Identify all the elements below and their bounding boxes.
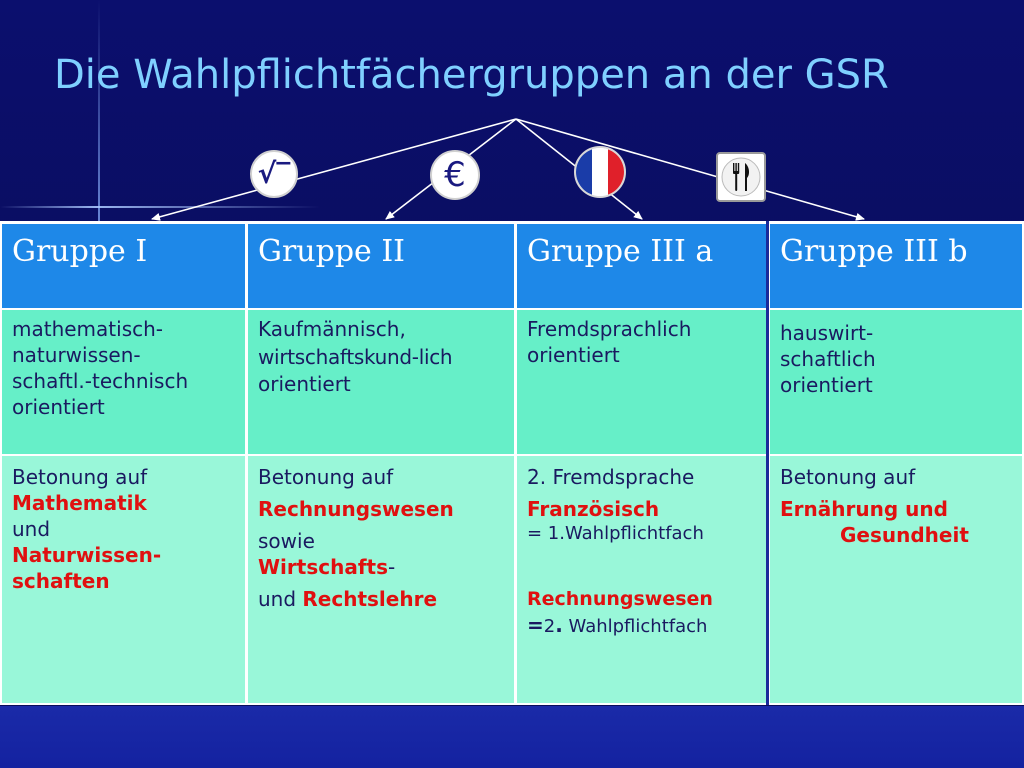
emphasis-gruppe-1: Betonung auf Mathematik und Naturwissen-…: [2, 456, 245, 703]
bottom-band: [0, 706, 1024, 768]
orientation-gruppe-2: Kaufmännisch, wirtschaftskund-lich orien…: [248, 310, 514, 454]
orientation-line: schaftlich: [780, 347, 876, 371]
emphasis-line-highlight: Gesundheit: [840, 523, 969, 547]
emphasis-line: Betonung auf: [12, 465, 148, 489]
orientation-line: Fremdsprachlich: [527, 317, 692, 341]
square-root-icon: √‾: [250, 150, 298, 198]
orientation-gruppe-3b: hauswirt- schaftlich orientiert: [770, 310, 1022, 454]
cutlery-icon: [716, 152, 766, 202]
emphasis-line-highlight: schaften: [12, 569, 110, 593]
emphasis-line: und: [12, 517, 51, 541]
orientation-line: Kaufmännisch,: [258, 317, 406, 341]
cutlery-graphic: [721, 157, 761, 197]
emphasis-line: Betonung auf: [258, 465, 394, 489]
emphasis-line-group: und Rechtslehre: [258, 586, 504, 612]
emphasis-line-group: Wirtschafts-: [258, 554, 504, 580]
emphasis-line: Betonung auf: [780, 465, 916, 489]
emphasis-gruppe-3b: Betonung auf Ernährung und Gesundheit: [770, 456, 1022, 703]
column-separator: [766, 221, 769, 705]
orientation-line: hauswirt-: [780, 321, 874, 345]
emphasis-line-highlight: Mathematik: [12, 491, 147, 515]
header-gruppe-1: Gruppe I: [2, 224, 245, 308]
connector-lines: [151, 118, 865, 221]
emphasis-line-group: =2. Wahlpflichtfach: [527, 612, 756, 638]
header-gruppe-3a: Gruppe III a: [517, 224, 766, 308]
groups-table: Gruppe I Gruppe II Gruppe III a Gruppe I…: [0, 221, 1024, 705]
emphasis-line-highlight: Französisch: [527, 497, 660, 521]
header-gruppe-3b: Gruppe III b: [770, 224, 1022, 308]
emphasis-line-highlight: Naturwissen-: [12, 543, 162, 567]
emphasis-highlight: Wirtschafts: [258, 555, 388, 579]
orientation-line: schaftl.-technisch: [12, 369, 189, 393]
emphasis-gruppe-3a: 2. Fremdsprache Französisch = 1.Wahlpfli…: [517, 456, 766, 703]
emphasis-line-highlight: Rechnungswesen: [527, 588, 713, 611]
slide-title: Die Wahlpflichtfächergruppen an der GSR: [54, 52, 889, 98]
orientation-line: wirtschaftskund-lich: [258, 345, 453, 369]
orientation-line: orientiert: [780, 373, 873, 397]
arrow-to-gruppe-1: [151, 118, 517, 221]
orientation-line: naturwissen-: [12, 343, 141, 367]
emphasis-line-highlight: Rechnungswesen: [258, 497, 454, 521]
orientation-gruppe-1: mathematisch- naturwissen- schaftl.-tech…: [2, 310, 245, 454]
emphasis-line: 2. Fremdsprache: [527, 465, 695, 489]
french-flag-graphic: [576, 148, 624, 196]
emphasis-line-highlight: Ernährung und: [780, 497, 948, 521]
orientation-line: mathematisch-: [12, 317, 164, 341]
arrow-to-gruppe-3b: [515, 118, 865, 221]
emphasis-line: sowie: [258, 529, 315, 553]
emphasis-text: 2: [543, 616, 556, 638]
emphasis-text: -: [388, 555, 396, 579]
emphasis-text: und: [258, 587, 303, 611]
euro-glyph: €: [444, 155, 466, 195]
french-flag-icon: [574, 146, 626, 198]
emphasis-text: .: [555, 613, 563, 638]
square-root-glyph: √‾: [257, 157, 291, 190]
euro-icon: €: [430, 150, 480, 200]
emphasis-text: =: [527, 613, 544, 638]
header-gruppe-2: Gruppe II: [248, 224, 514, 308]
orientation-line: orientiert: [258, 372, 351, 396]
emphasis-line-small: = 1.Wahlpflichtfach: [527, 523, 704, 544]
orientation-line: orientiert: [527, 343, 620, 367]
decorative-horizontal-glow: [0, 206, 320, 208]
orientation-gruppe-3a: Fremdsprachlich orientiert: [517, 310, 766, 454]
emphasis-text: Wahlpflichtfach: [562, 616, 708, 638]
emphasis-gruppe-2: Betonung auf Rechnungswesen sowie Wirtsc…: [248, 456, 514, 703]
orientation-line: orientiert: [12, 395, 105, 419]
emphasis-highlight: Rechtslehre: [302, 587, 438, 611]
